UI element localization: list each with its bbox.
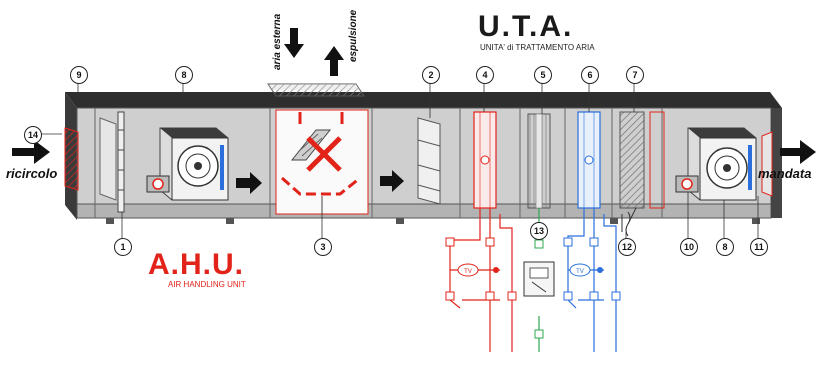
cooling-coil xyxy=(577,111,601,209)
hot-valve-label: TV xyxy=(464,269,472,275)
tag-9: 9 xyxy=(70,66,88,84)
espulsione-arrow xyxy=(324,46,344,76)
humidifier-section xyxy=(527,113,551,209)
aria-esterna-arrow xyxy=(284,28,304,58)
tag-12: 12 xyxy=(618,238,636,256)
aria-esterna-label: aria esterna xyxy=(272,13,283,70)
tag-13: 13 xyxy=(530,222,548,240)
outlet-damper xyxy=(761,131,773,197)
cold-water-valves xyxy=(563,237,621,301)
cold-valve-label: TV xyxy=(576,269,584,275)
ahu-title: A.H.U. xyxy=(148,248,244,281)
tag-7: 7 xyxy=(626,66,644,84)
module-dividers xyxy=(94,108,663,218)
mandata-label: mandata xyxy=(758,166,812,181)
filter-panel-left xyxy=(99,117,117,201)
tag-10: 10 xyxy=(680,238,698,256)
bag-filter xyxy=(417,117,441,205)
ahu-subtitle: AIR HANDLING UNIT xyxy=(168,280,246,289)
recirculation-inlet-panel xyxy=(64,127,79,191)
heating-coil xyxy=(473,111,497,209)
tag-leaders xyxy=(40,82,759,238)
airflow-arrow-2 xyxy=(380,170,404,192)
ricircolo-arrow xyxy=(12,140,50,164)
return-fan xyxy=(146,127,229,201)
damper-1 xyxy=(117,111,125,213)
tag-14: 14 xyxy=(24,126,42,144)
heat-recovery-module xyxy=(267,83,369,215)
tag-1: 1 xyxy=(114,238,132,256)
uta-title: U.T.A. xyxy=(478,10,574,43)
hot-water-valves xyxy=(445,237,517,301)
cold-water-piping xyxy=(567,208,617,352)
tag-4: 4 xyxy=(476,66,494,84)
hot-water-piping xyxy=(449,208,513,352)
airflow-arrow-1 xyxy=(236,172,262,194)
droplet-separator xyxy=(619,111,645,209)
supply-fan xyxy=(649,111,757,209)
mandata-arrow xyxy=(780,140,816,164)
tag-2: 2 xyxy=(422,66,440,84)
tag-5: 5 xyxy=(534,66,552,84)
tag-6: 6 xyxy=(581,66,599,84)
tag-3: 3 xyxy=(314,238,332,256)
tag-8-return-fan: 8 xyxy=(175,66,193,84)
espulsione-label: espulsione xyxy=(348,9,359,62)
humidifier-control-box xyxy=(523,239,555,339)
uta-subtitle: UNITA' di TRATTAMENTO ARIA xyxy=(480,43,595,52)
tag-11: 11 xyxy=(750,238,768,256)
ricircolo-label: ricircolo xyxy=(6,166,58,181)
tag-8-supply-fan: 8 xyxy=(716,238,734,256)
